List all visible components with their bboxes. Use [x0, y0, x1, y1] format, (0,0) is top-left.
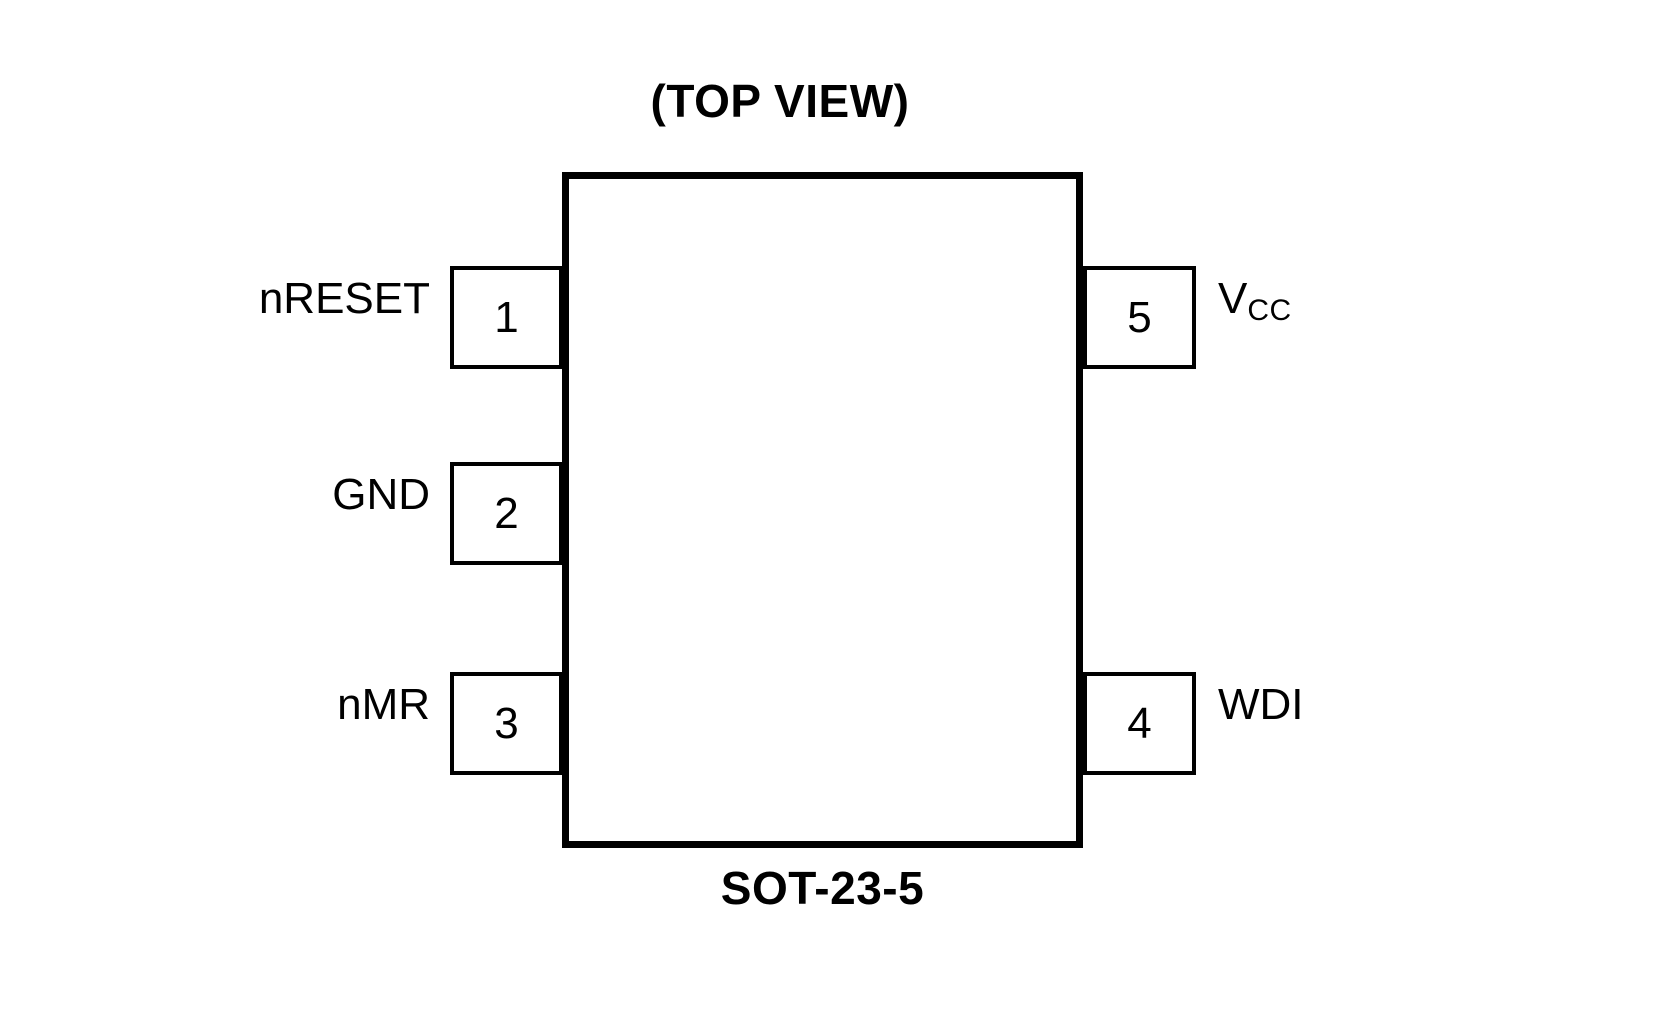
pin-pad-4: 4	[1083, 672, 1196, 775]
pin-label-wdi: WDI	[1218, 680, 1304, 729]
pin-label-vcc-subscript: CC	[1247, 294, 1292, 327]
pin-pad-2: 2	[450, 462, 563, 565]
pin-label-nreset: nRESET	[258, 274, 430, 323]
diagram-title: (TOP VIEW)	[650, 75, 910, 127]
pin-label-vcc: VCC	[1218, 274, 1292, 326]
pin-pad-3: 3	[450, 672, 563, 775]
pin-label-gnd: GND	[332, 470, 430, 519]
pin-pad-5: 5	[1083, 266, 1196, 369]
pin-number-5: 5	[1127, 292, 1152, 342]
pin-label-vcc-base: V	[1218, 274, 1248, 323]
pin-pad-1: 1	[450, 266, 563, 369]
pin-label-nmr: nMR	[337, 680, 430, 729]
pin-number-3: 3	[494, 698, 519, 748]
pin-number-2: 2	[494, 488, 519, 538]
package-name-label: SOT-23-5	[720, 862, 925, 914]
package-body-outline	[562, 172, 1083, 848]
pin-number-4: 4	[1127, 698, 1152, 748]
pin-number-1: 1	[494, 292, 519, 342]
